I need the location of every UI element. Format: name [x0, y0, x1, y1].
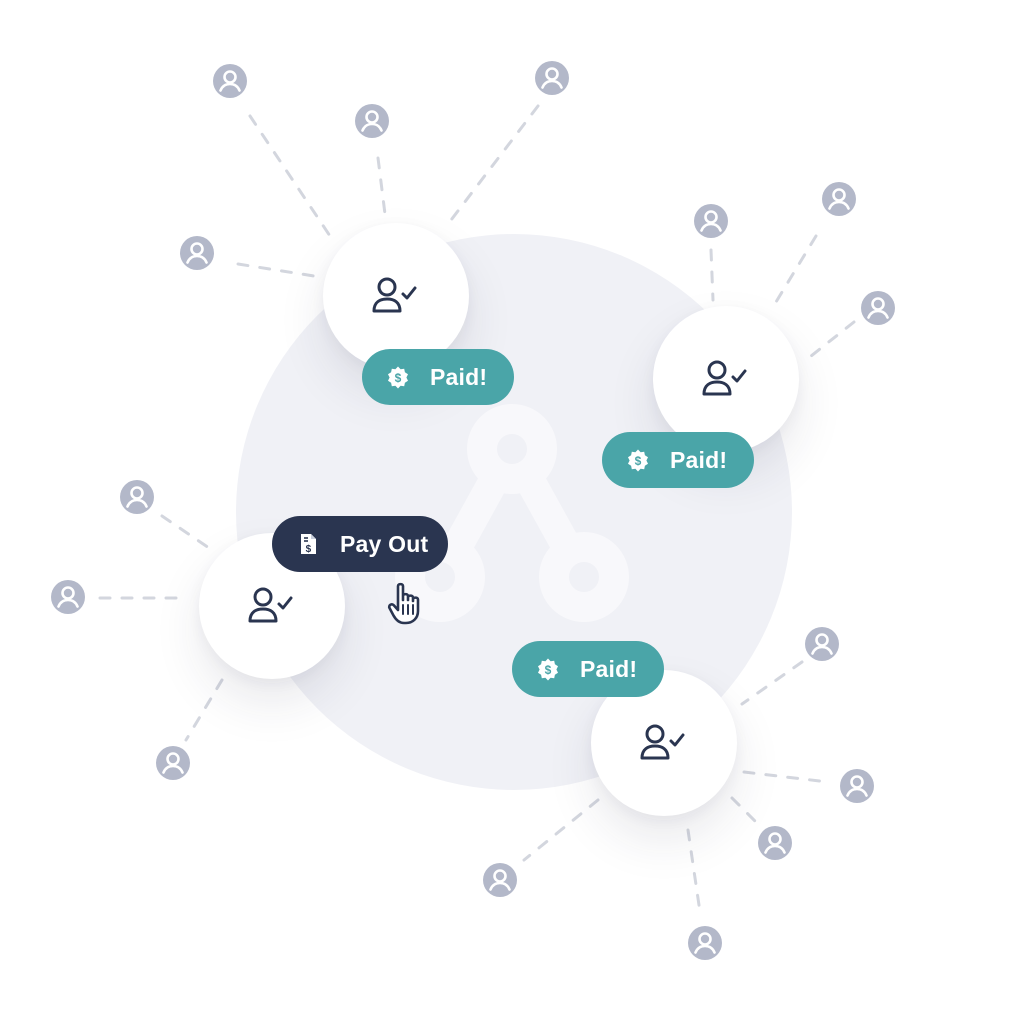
user-avatar-icon: [120, 480, 154, 514]
paid-label: Paid!: [670, 446, 728, 473]
dollar-badge-icon: $: [536, 657, 560, 681]
user-avatar-icon: [688, 926, 722, 960]
dollar-badge-icon: $: [386, 365, 410, 389]
pay-out-label: Pay Out: [340, 530, 429, 557]
paid-label: Paid!: [580, 655, 638, 682]
user-avatar-icon: [213, 64, 247, 98]
svg-text:$: $: [306, 544, 312, 555]
svg-text:$: $: [545, 663, 552, 677]
dollar-badge-icon: $: [626, 448, 650, 472]
split-network-icon: [395, 404, 629, 622]
invoice-icon: $: [296, 532, 320, 556]
user-check-icon: [640, 724, 685, 760]
user-avatar-icon: [758, 826, 792, 860]
user-avatar-icon: [355, 104, 389, 138]
user-avatar-icon: [180, 236, 214, 270]
user-avatar-icon: [840, 769, 874, 803]
paid-badge: $ Paid!: [512, 641, 664, 697]
paid-label: Paid!: [430, 363, 488, 390]
user-avatar-icon: [861, 291, 895, 325]
recipient-node: [653, 306, 799, 452]
user-avatar-icon: [483, 863, 517, 897]
svg-text:$: $: [395, 371, 402, 385]
svg-text:$: $: [635, 454, 642, 468]
user-avatar-icon: [822, 182, 856, 216]
user-check-icon: [702, 360, 747, 396]
hand-pointer-icon: [387, 582, 420, 625]
user-avatar-icon: [156, 746, 190, 780]
user-avatar-icon: [535, 61, 569, 95]
pay-out-button[interactable]: $ Pay Out: [272, 516, 448, 572]
user-check-icon: [248, 587, 293, 623]
paid-badge: $ Paid!: [362, 349, 514, 405]
user-check-icon: [372, 277, 417, 313]
user-avatar-icon: [51, 580, 85, 614]
user-avatar-icon: [805, 627, 839, 661]
recipient-node: [323, 223, 469, 369]
user-avatar-icon: [694, 204, 728, 238]
paid-badge: $ Paid!: [602, 432, 754, 488]
